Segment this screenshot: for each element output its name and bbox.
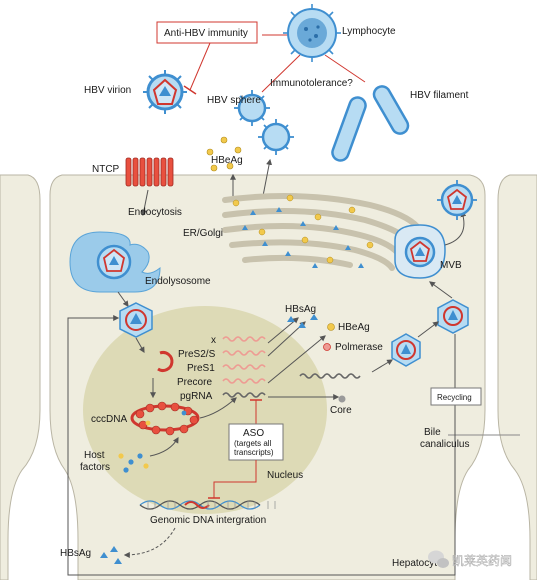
virion-icon-exit [437,180,477,220]
host-factor-particles [118,453,149,473]
transcripts-labels: x PreS2/S PreS1 Precore pgRNA [177,335,216,402]
wechat-icon [428,550,449,568]
core-label: Core [330,405,352,416]
transcript-pres2s: PreS2/S [178,349,216,360]
mvb-label: MVB [440,260,462,271]
endolysosome [69,231,161,293]
hbv-sphere-label-1: HBV sphere [207,95,261,106]
ntcp-label: NTCP [92,164,120,175]
hbsag-label-mid: HBsAg [285,304,316,315]
nucleus-label: Nucleus [267,470,303,481]
recycling-box [430,387,482,406]
recycling-path [67,315,456,576]
immunotolerance-label: Immunotolerance? [270,78,353,89]
mvb-icon [394,224,446,279]
nucleus [83,306,327,514]
anti-hbv-label: Anti-HBV immunity [164,28,248,39]
sphere-icon [234,90,270,126]
bile-label: Bile [424,427,441,438]
polmerase-label: Polmerase [335,342,383,353]
ntcp-receptor-icon [125,157,174,187]
lymphocyte-icon [283,4,341,62]
host-label: Host [84,450,105,461]
factors-label: factors [80,462,110,473]
cccdna-icon [130,401,200,436]
transcript-pres1: PreS1 [187,363,215,374]
transcript-pgrna: pgRNA [180,391,213,402]
canaliculus-label: canaliculus [420,439,469,450]
dna-helix-icon [139,500,276,510]
filament-icon [331,85,410,162]
recycling-label: Recycling [437,393,472,402]
transcript-precore: Precore [177,377,212,388]
hepatocyte-label: Hepatocyte [392,558,443,569]
neighbor-cell-left [0,174,41,581]
hbeag-particles-top [206,136,242,172]
aso-sub-2: transcripts) [234,448,274,457]
lymphocyte-label: Lymphocyte [342,26,396,37]
rna-waves [222,336,361,398]
cccdna-label: cccDNA [91,414,127,425]
hbsag-particles-mid [287,314,318,328]
hbv-virion-label: HBV virion [84,85,131,96]
genomic-label: Genomic DNA intergration [150,515,266,526]
hbeag-particle-mid [323,323,335,351]
watermark-label: 凯莱英药闻 [452,554,512,568]
hbsag-particles-bottom [100,546,122,564]
capsid-icon-left [119,302,153,338]
hbeag-label-top: HBeAg [211,155,243,166]
transcript-x: x [211,335,216,346]
hbsag-label-bottom: HBsAg [60,548,91,559]
anti-hbv-box [156,21,258,44]
virion-icon [143,70,187,114]
aso-title: ASO [243,428,264,439]
rcdna-icon [157,351,174,372]
endocytosis-label: Endocytosis [128,207,182,218]
er-golgi-particles [232,194,374,268]
endolysosome-label: Endolysosome [145,276,211,287]
hbv-filament-label-1: HBV filament [410,90,469,101]
neighbor-cell-right [497,174,537,581]
capsid-icon-right [437,299,469,334]
er-golgi-label: ER/Golgi [183,228,223,239]
aso-sub-1: (targets all [234,439,272,448]
hbeag-label-mid: HBeAg [338,322,370,333]
core-particle [338,395,346,403]
capsid-icon-mid [391,333,421,367]
sphere-icon-2 [258,119,294,155]
